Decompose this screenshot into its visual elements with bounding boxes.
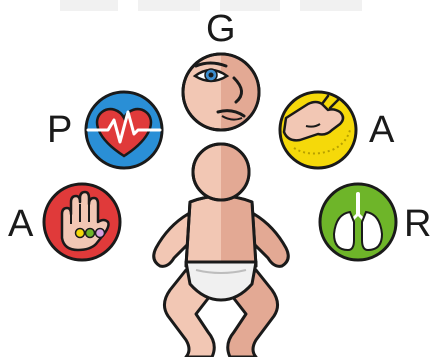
- grimace-reflex-hand-icon: [280, 92, 356, 168]
- lungs-respiration-icon: [320, 184, 396, 260]
- hand-activity-icon: [44, 184, 120, 260]
- letter-r-respiration: R: [404, 205, 431, 243]
- letter-p-pulse: P: [47, 111, 72, 149]
- face-appearance-icon: [183, 54, 259, 130]
- baby-figure-icon: [154, 144, 289, 357]
- letter-a-grimace: A: [369, 111, 394, 149]
- heart-pulse-icon: [86, 92, 162, 168]
- letter-a-activity: A: [8, 205, 33, 243]
- letter-g-appearance: G: [206, 10, 236, 48]
